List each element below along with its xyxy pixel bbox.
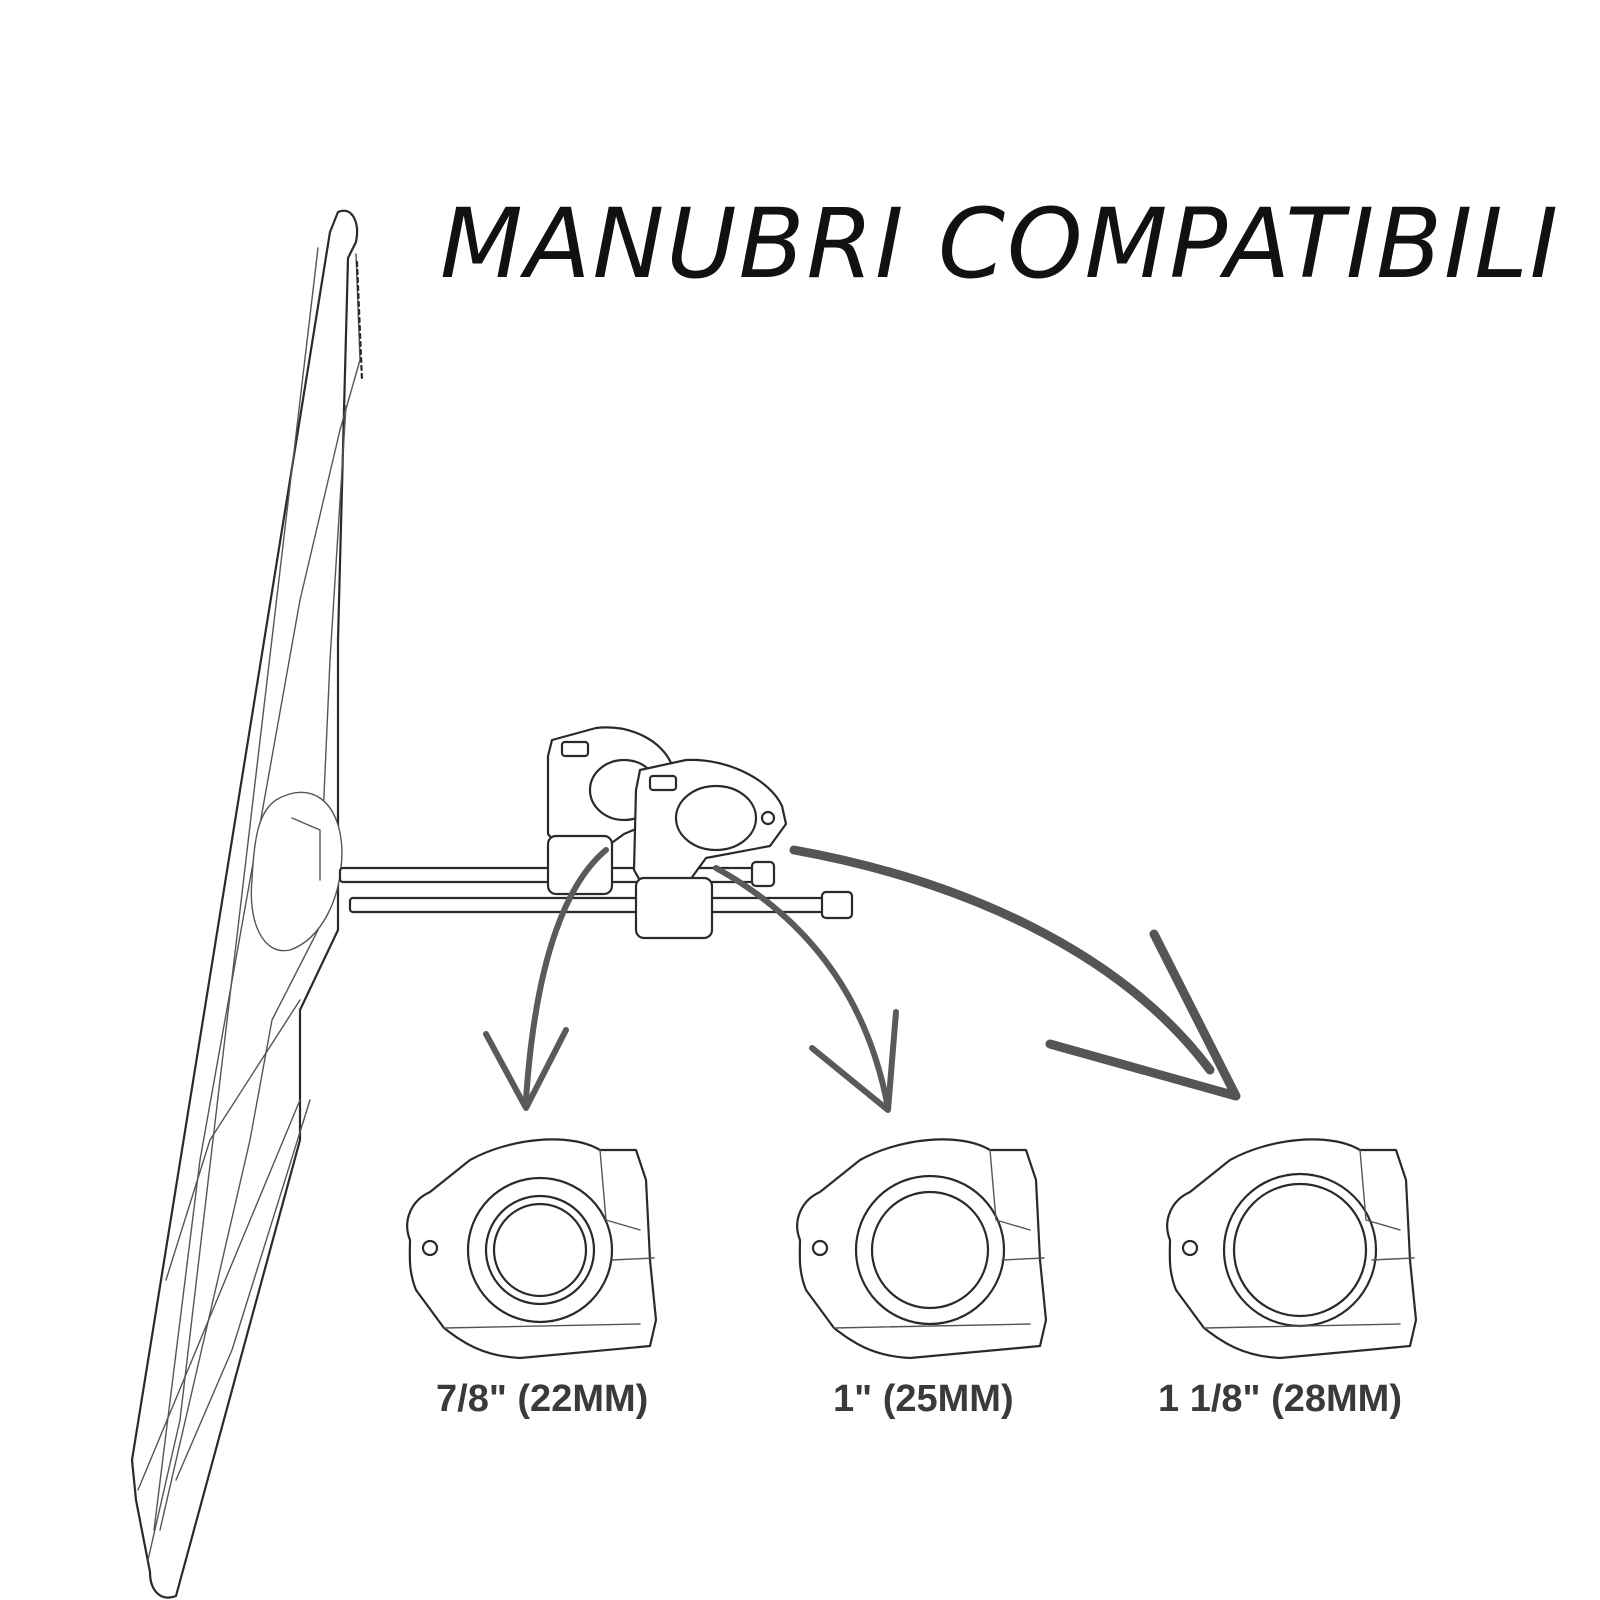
arrow-to-25mm	[713, 865, 899, 1113]
mounted-clamps	[546, 726, 788, 940]
mirror-illustration	[130, 209, 364, 1599]
size-label-22mm: 7/8" (22MM)	[436, 1378, 649, 1420]
clamp-28mm	[1166, 1138, 1418, 1360]
size-label-25mm: 1" (25MM)	[833, 1378, 1014, 1420]
clamp-25mm	[796, 1138, 1048, 1360]
page-title: MANUBRI COMPATIBILI	[440, 188, 1561, 300]
arrow-to-22mm	[483, 847, 609, 1111]
clamp-22mm	[406, 1138, 658, 1360]
size-label-28mm: 1 1/8" (28MM)	[1158, 1378, 1402, 1420]
arrow-to-28mm	[789, 845, 1241, 1101]
